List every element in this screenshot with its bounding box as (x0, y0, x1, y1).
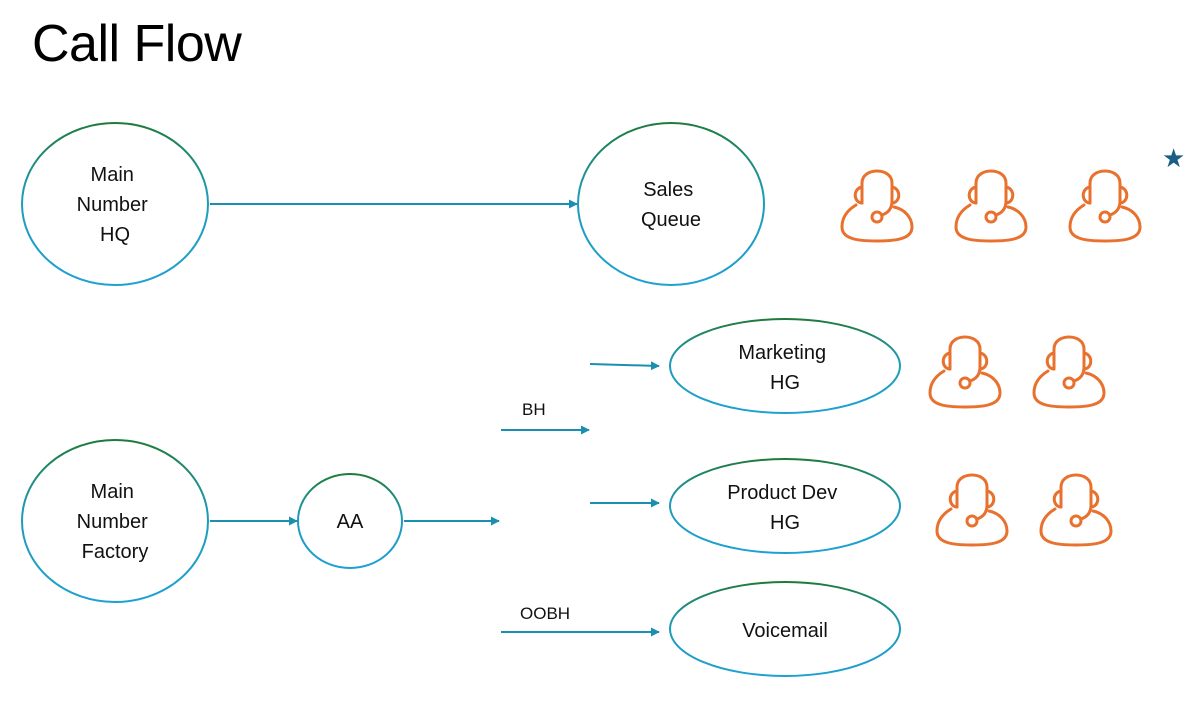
star-icon: ★ (1162, 143, 1185, 173)
agent-icon (1032, 335, 1106, 409)
edge-to-marketing-hg (589, 361, 660, 371)
agent-icons: ★ (840, 143, 1185, 547)
node-product-dev-hg[interactable]: Product Dev HG (669, 458, 901, 554)
node-label-line: Main (91, 164, 134, 186)
edges (210, 199, 660, 637)
node-label-line: Queue (641, 209, 701, 231)
agent-icon (1039, 473, 1113, 547)
node-label: Voicemail (742, 620, 828, 642)
node-label: AA (337, 511, 364, 533)
node-label-line: HG (770, 372, 800, 394)
node-main-number-hq[interactable]: Main Number HQ (21, 122, 209, 286)
node-label-line: Main (91, 481, 134, 503)
node-label-line: Voicemail (742, 620, 828, 642)
node-aa[interactable]: AA (297, 473, 403, 569)
node-label: Sales Queue (641, 179, 701, 231)
node-label: Marketing HG (738, 342, 831, 394)
node-main-number-factory[interactable]: Main Number Factory (21, 439, 209, 603)
node-voicemail[interactable]: Voicemail (669, 581, 901, 677)
node-label-line: Sales (643, 179, 693, 201)
edge-label-bh: BH (522, 400, 546, 419)
agent-icon (954, 169, 1028, 243)
node-marketing-hg[interactable]: Marketing HG (669, 318, 901, 414)
node-label-line: AA (337, 511, 364, 533)
node-label-line: Factory (82, 541, 149, 563)
node-label: Main Number Factory (77, 481, 154, 563)
agent-icon (1068, 169, 1142, 243)
agent-icon (935, 473, 1009, 547)
edge-label-oobh: OOBH (520, 604, 570, 623)
node-label-line: Number (77, 194, 148, 216)
page-title: Call Flow (32, 15, 242, 73)
node-label-line: Product Dev (727, 482, 837, 504)
node-sales-queue[interactable]: Sales Queue (577, 122, 765, 286)
node-label: Main Number HQ (77, 164, 154, 246)
node-label: Product Dev HG (727, 482, 843, 534)
agent-icon (928, 335, 1002, 409)
agent-icon (840, 169, 914, 243)
node-label-line: HG (770, 512, 800, 534)
node-label-line: Number (77, 511, 148, 533)
node-label-line: HQ (100, 224, 130, 246)
node-label-line: Marketing (738, 342, 826, 364)
